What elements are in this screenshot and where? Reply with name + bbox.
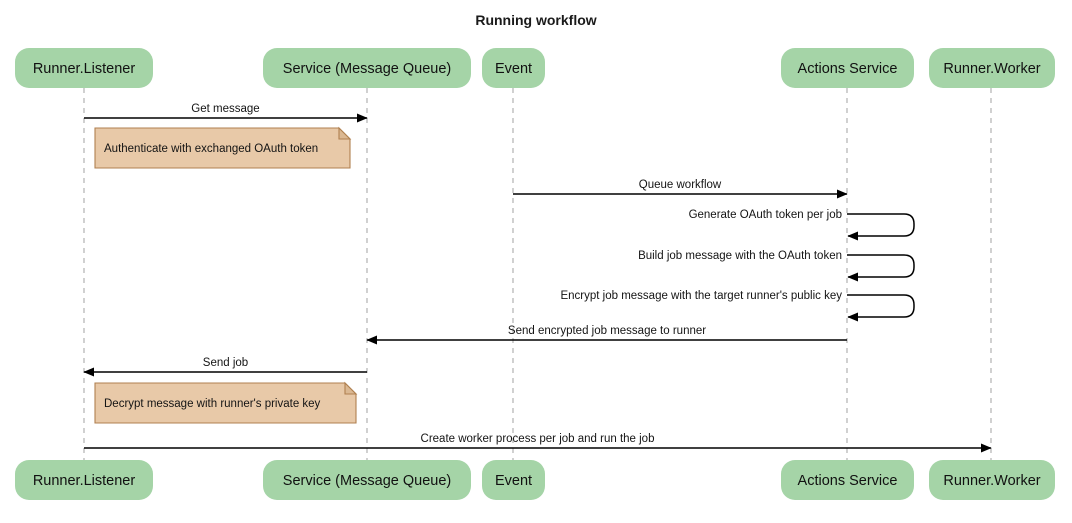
participant-box bbox=[15, 460, 153, 500]
message-label: Send encrypted job message to runner bbox=[508, 325, 706, 337]
self-message-path bbox=[847, 213, 915, 241]
participant-actions-service-bottom[interactable]: Actions Service bbox=[781, 460, 914, 500]
participant-service-mq-top[interactable]: Service (Message Queue) bbox=[263, 48, 471, 88]
notes-layer: Authenticate with exchanged OAuth tokenD… bbox=[94, 126, 358, 424]
participant-actions-service-top[interactable]: Actions Service bbox=[781, 48, 914, 88]
participant-label: Actions Service bbox=[798, 61, 898, 77]
self-message-path bbox=[847, 294, 915, 322]
participant-box bbox=[263, 460, 471, 500]
participant-runner-listener-top[interactable]: Runner.Listener bbox=[15, 48, 153, 88]
message-label: Build job message with the OAuth token bbox=[638, 250, 842, 262]
participant-label: Runner.Listener bbox=[33, 61, 136, 77]
participant-event-bottom[interactable]: Event bbox=[482, 460, 545, 500]
message-encrypt-job[interactable]: Encrypt job message with the target runn… bbox=[560, 290, 915, 322]
note-decrypt[interactable]: Decrypt message with runner's private ke… bbox=[94, 381, 358, 424]
participant-box bbox=[781, 48, 914, 88]
participant-box bbox=[929, 48, 1055, 88]
message-send-job[interactable]: Send job bbox=[83, 357, 367, 377]
message-get-message[interactable]: Get message bbox=[84, 103, 368, 123]
message-send-encrypted[interactable]: Send encrypted job message to runner bbox=[366, 325, 847, 345]
note-fold-corner-icon bbox=[344, 381, 358, 395]
participant-label: Event bbox=[495, 61, 532, 77]
participant-box bbox=[482, 48, 545, 88]
note-fold-corner-icon bbox=[338, 126, 352, 140]
participant-runner-worker-bottom[interactable]: Runner.Worker bbox=[929, 460, 1055, 500]
participant-label: Actions Service bbox=[798, 473, 898, 489]
participant-label: Service (Message Queue) bbox=[283, 61, 451, 77]
message-label: Send job bbox=[203, 357, 248, 369]
message-label: Create worker process per job and run th… bbox=[421, 433, 655, 445]
participant-event-top[interactable]: Event bbox=[482, 48, 545, 88]
message-queue-workflow[interactable]: Queue workflow bbox=[513, 179, 848, 199]
message-label: Encrypt job message with the target runn… bbox=[560, 290, 842, 302]
message-label: Generate OAuth token per job bbox=[689, 209, 842, 221]
participant-label: Runner.Worker bbox=[943, 61, 1040, 77]
message-label: Get message bbox=[191, 103, 259, 115]
participant-label: Event bbox=[495, 473, 532, 489]
participant-label: Runner.Listener bbox=[33, 473, 136, 489]
note-body bbox=[94, 382, 357, 424]
participant-box bbox=[263, 48, 471, 88]
lifelines-layer bbox=[83, 88, 992, 460]
note-label: Authenticate with exchanged OAuth token bbox=[104, 143, 318, 155]
note-authenticate[interactable]: Authenticate with exchanged OAuth token bbox=[94, 126, 352, 169]
message-label: Queue workflow bbox=[639, 179, 722, 191]
note-label: Decrypt message with runner's private ke… bbox=[104, 398, 321, 410]
self-message-path bbox=[847, 254, 915, 282]
participant-label: Runner.Worker bbox=[943, 473, 1040, 489]
message-create-worker[interactable]: Create worker process per job and run th… bbox=[84, 433, 992, 453]
participant-box bbox=[781, 460, 914, 500]
participant-runner-worker-top[interactable]: Runner.Worker bbox=[929, 48, 1055, 88]
page-title: Running workflow bbox=[475, 12, 596, 28]
participant-box bbox=[482, 460, 545, 500]
participant-service-mq-bottom[interactable]: Service (Message Queue) bbox=[263, 460, 471, 500]
participant-runner-listener-bottom[interactable]: Runner.Listener bbox=[15, 460, 153, 500]
message-generate-token[interactable]: Generate OAuth token per job bbox=[689, 209, 915, 241]
message-build-job-message[interactable]: Build job message with the OAuth token bbox=[638, 250, 915, 282]
participant-box bbox=[929, 460, 1055, 500]
participant-label: Service (Message Queue) bbox=[283, 473, 451, 489]
participant-box bbox=[15, 48, 153, 88]
note-body bbox=[94, 127, 351, 169]
